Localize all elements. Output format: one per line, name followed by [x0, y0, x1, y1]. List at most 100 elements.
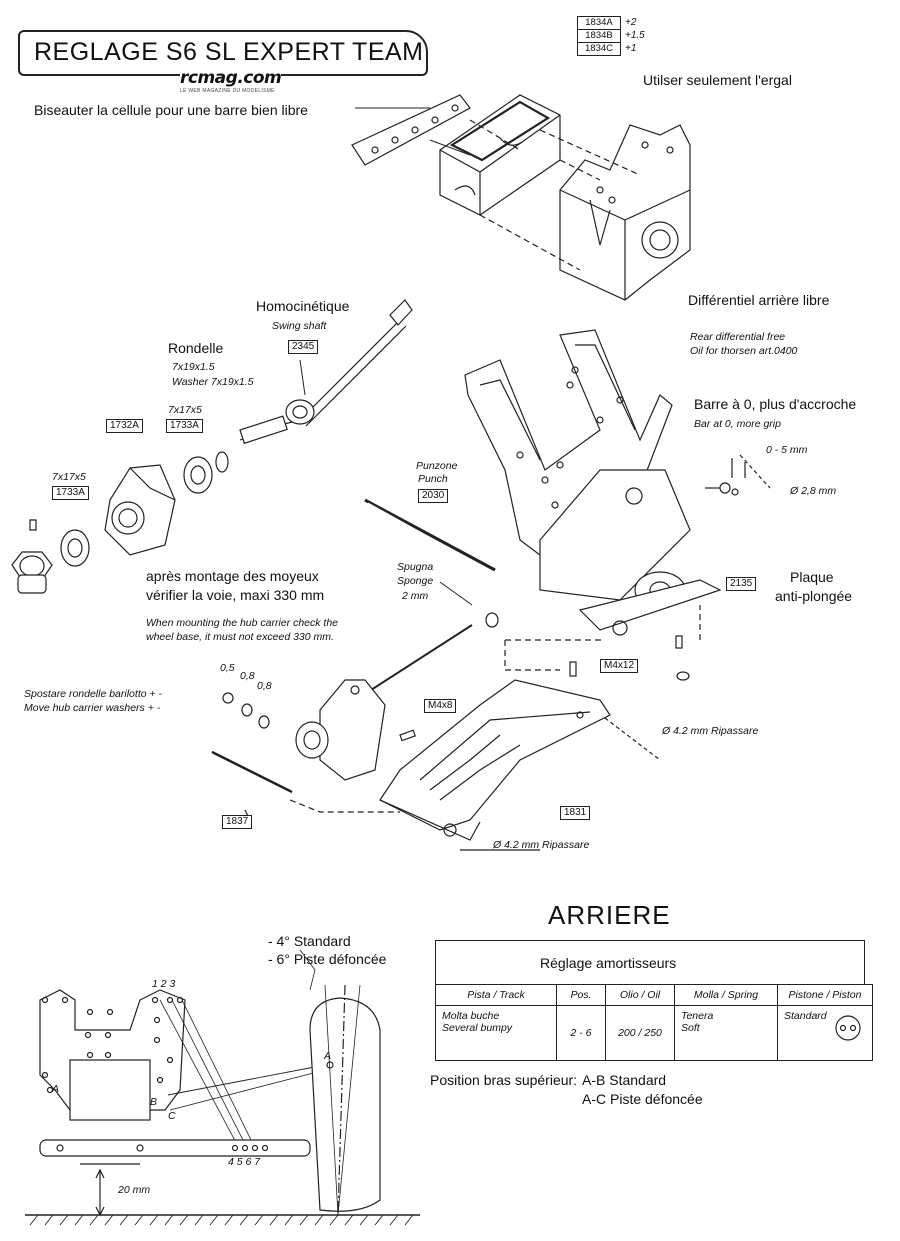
anti-squat-plate-part [539, 469, 722, 636]
diff-label-en-2: Oil for thorsen art.0400 [690, 345, 798, 357]
shock-table-frame [435, 940, 865, 984]
section-title-arriere: ARRIERE [548, 900, 671, 930]
holes-4567: 4 5 6 7 [228, 1156, 261, 1168]
spring-en: Soft [681, 1022, 700, 1034]
mount-note-en-1: When mounting the hub carrier check the [146, 617, 339, 629]
col-spring: Molla / Spring [674, 984, 778, 1006]
dim-0-5mm: 0 - 5 mm [766, 444, 808, 456]
diff-label-en-1: Rear differential free [690, 331, 786, 343]
col-track: Pista / Track [435, 984, 557, 1006]
diff-label-fr: Différentiel arrière libre [688, 292, 830, 308]
rcmag-logo: rcmag.com [180, 68, 282, 88]
plaque-label: Plaque [790, 569, 834, 585]
barre-label-en: Bar at 0, more grip [694, 418, 781, 430]
point-c: C [168, 1110, 176, 1122]
move-washers-note: Move hub carrier washers + - [24, 702, 161, 714]
part-code: 1834B [577, 29, 621, 42]
part-2135: 2135 [726, 577, 757, 591]
washer-part [215, 451, 229, 473]
montage-note-2: vérifier la voie, maxi 330 mm [146, 587, 325, 603]
bearing-part-2 [60, 529, 90, 567]
roll-bar-part [351, 94, 471, 166]
table-header-row: Pista / Track Pos. Olio / Oil Molla / Sp… [435, 984, 873, 1006]
shock-table-title: Réglage amortisseurs [540, 955, 677, 971]
dim-2mm: 2 mm [402, 590, 429, 602]
point-b: B [150, 1096, 158, 1108]
point-a: A [324, 1050, 332, 1062]
arm-position-ac: A-C Piste défoncée [582, 1091, 703, 1107]
wheel-nut-part [11, 551, 53, 594]
hinge-pin-part [211, 750, 293, 794]
bearing-size-2: 7x17x5 [168, 404, 202, 416]
col-piston: Pistone / Piston [777, 984, 873, 1006]
homocinetique-label: Homocinétique [256, 298, 350, 314]
cell-pos: 2 - 6 [556, 1005, 606, 1061]
washer-label: Washer 7x19x1.5 [172, 376, 254, 388]
spostare-note: Spostare rondelle barilotto + - [24, 688, 163, 700]
punch-label: Punch [418, 473, 448, 485]
part-1733a-2: 1733A [166, 419, 203, 433]
col-pos: Pos. [556, 984, 606, 1006]
screw-m4x8: M4x8 [424, 699, 457, 713]
part-code: 1834A [577, 16, 621, 29]
sponge-label: Sponge [397, 575, 434, 587]
bearing-part-1 [183, 456, 213, 494]
camber-bumpy: - 6° Piste défoncée [268, 951, 387, 967]
shock-settings-table: Pista / Track Pos. Olio / Oil Molla / Sp… [435, 984, 873, 1061]
upper-arm-schematic [39, 989, 326, 1157]
washer-0-8-b: 0,8 [257, 680, 272, 692]
swing-shaft-label: Swing shaft [272, 320, 327, 332]
ripassare-lower: Ø 4.2 mm Ripassare [493, 839, 590, 851]
part-value: +2 [625, 17, 637, 28]
punch-rod-part [364, 498, 496, 572]
part-code: 1834C [577, 41, 621, 56]
bearing-size-1: 7x17x5 [52, 471, 86, 483]
col-oil: Olio / Oil [605, 984, 675, 1006]
spacer-part-list: 1834A +2 1834B +1.5 1834C +1 [577, 16, 645, 56]
bevel-note: Biseauter la cellule pour une barre bien… [34, 102, 308, 118]
cell-oil: 200 / 250 [605, 1005, 675, 1061]
camber-standard: - 4° Standard [268, 933, 351, 949]
punzone-label: Punzone [416, 460, 458, 472]
spugna-label: Spugna [397, 561, 434, 573]
ergal-note: Utilser seulement l'ergal [643, 72, 792, 88]
rear-gearbox-part [559, 124, 691, 301]
ground-line [25, 1214, 420, 1226]
part-1733a-1: 1733A [52, 486, 89, 500]
track-it: Molta buche [442, 1010, 500, 1022]
rcmag-logo-sub: LE WEB MAGAZINE DU MODELISME [180, 88, 275, 94]
barre-label-fr: Barre à 0, plus d'accroche [694, 396, 857, 412]
rear-hub-part [295, 679, 386, 781]
part-1837: 1837 [222, 815, 253, 829]
piston-value: Standard [784, 1010, 827, 1022]
wheel-schematic [309, 984, 381, 1216]
ride-height-20mm: 20 mm [118, 1184, 151, 1196]
lower-arm-part [379, 679, 611, 841]
cell-piston: Standard [777, 1005, 873, 1061]
part-1831: 1831 [560, 806, 591, 820]
spring-it: Tenera [681, 1010, 714, 1022]
rondelle-size: 7x19x1.5 [172, 361, 215, 373]
arm-position-label: Position bras supérieur: [430, 1072, 578, 1088]
mount-note-en-2: wheel base, it must not exceed 330 mm. [146, 631, 334, 643]
part-2030: 2030 [418, 489, 449, 503]
screw-m4x12: M4x12 [600, 659, 639, 673]
part-value: +1.5 [625, 30, 645, 41]
rondelle-label: Rondelle [168, 340, 224, 356]
arm-position-ab: A-B Standard [582, 1072, 667, 1088]
track-en: Several bumpy [442, 1022, 513, 1034]
washer-0-8-a: 0,8 [240, 670, 255, 682]
part-1732a: 1732A [106, 419, 143, 433]
washer-0-5: 0,5 [220, 662, 235, 674]
montage-note-1: après montage des moyeux [146, 568, 319, 584]
part-value: +1 [625, 43, 637, 54]
dim-2-8mm: Ø 2,8 mm [790, 485, 837, 497]
swing-shaft-part [239, 299, 413, 445]
anti-plongee-label: anti-plongée [775, 588, 853, 604]
hub-carrier-part [104, 464, 176, 556]
holes-123: 1 2 3 [152, 978, 176, 990]
